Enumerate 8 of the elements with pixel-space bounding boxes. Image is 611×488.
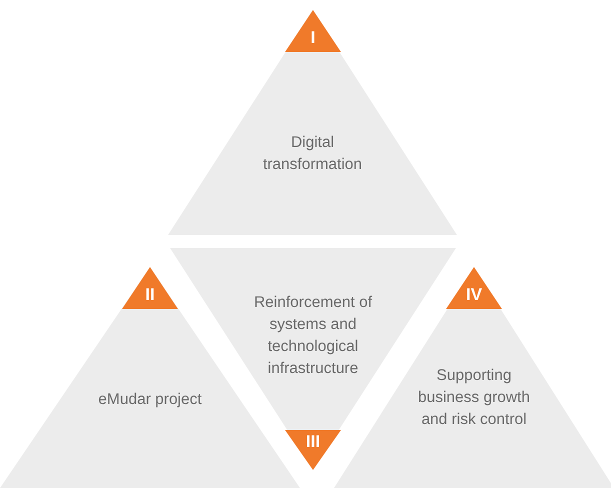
roman-numeral: II bbox=[144, 285, 156, 305]
roman-numeral: III bbox=[304, 432, 322, 452]
pillar-label: Digital transformation bbox=[262, 133, 364, 175]
pillar-label: Supporting business growth and risk control bbox=[416, 366, 531, 430]
roman-numeral: IV bbox=[464, 285, 484, 305]
pillar-label: Reinforcement of systems and technological infrastructure bbox=[252, 293, 374, 379]
roman-numeral: I bbox=[310, 28, 316, 48]
pillar-label: eMudar project bbox=[97, 390, 203, 410]
